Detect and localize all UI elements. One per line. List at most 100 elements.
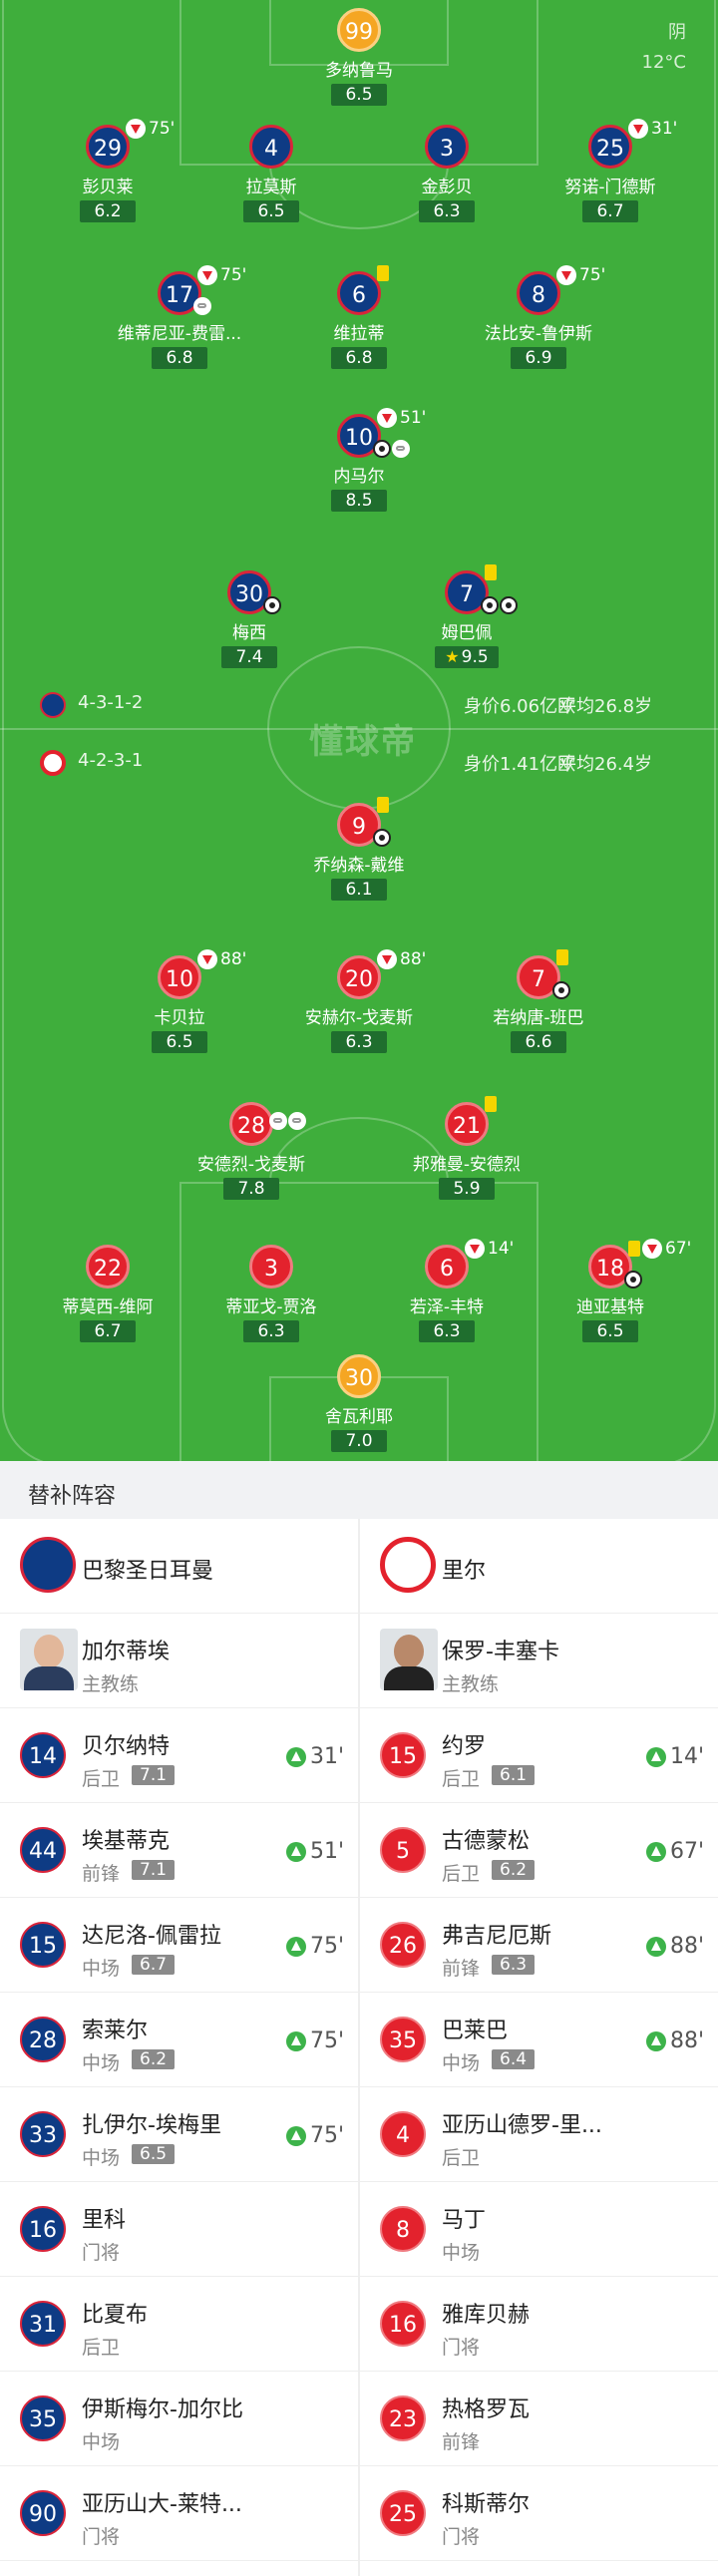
goal-icon: [552, 981, 570, 999]
player-name: 彭贝莱: [82, 178, 134, 197]
coach-role: 主教练: [442, 1673, 500, 1695]
assist-icon: [193, 297, 211, 315]
player-number: 23: [380, 2395, 426, 2441]
player-psg-def-2[interactable]: 4 拉莫斯 6.5: [196, 125, 346, 222]
player-lille-gk[interactable]: 30 舍瓦利耶 7.0: [284, 1354, 434, 1452]
player-position: 中场: [82, 1958, 121, 1980]
player-name: 梅西: [232, 623, 266, 643]
player-position: 前锋: [82, 1863, 121, 1885]
player-name: 科斯蒂尔: [442, 2492, 531, 2517]
sub-in-time: 75': [285, 1934, 344, 1959]
player-psg-def-3[interactable]: 3 金彭贝 6.3: [372, 125, 522, 222]
player-lille-def-2[interactable]: 3 蒂亚戈-贾洛 6.3: [196, 1245, 346, 1342]
team-name: 里尔: [442, 1559, 487, 1584]
player-name: 扎伊尔-埃梅里: [82, 2113, 221, 2138]
sub-out-icon: [197, 949, 217, 969]
player-psg-def-1[interactable]: 29 75' 彭贝莱 6.2: [33, 119, 182, 222]
sub-in-time: 31': [285, 1744, 344, 1769]
team-name: 巴黎圣日耳曼: [82, 1559, 214, 1584]
player-psg-def-4[interactable]: 25 31' 努诺-门德斯 6.7: [536, 119, 685, 222]
player-name: 古德蒙松: [442, 1829, 531, 1854]
player-psg-gk[interactable]: 99 多纳鲁马 6.5: [284, 8, 434, 106]
coach-row[interactable]: 加尔蒂埃 主教练: [0, 1614, 358, 1708]
sub-minute: 88': [220, 949, 247, 969]
player-lille-am-2[interactable]: 20 88' 安赫尔-戈麦斯 6.3: [284, 949, 434, 1053]
player-psg-fw-1[interactable]: 30 梅西 7.4: [175, 570, 324, 668]
goal-icon: [373, 440, 391, 458]
sub-minute: 75': [579, 265, 606, 285]
player-psg-mid-3[interactable]: 8 75' 法比安-鲁伊斯 6.9: [464, 265, 613, 369]
coach-row[interactable]: 保罗-丰塞卡 主教练: [360, 1614, 718, 1708]
player-psg-fw-2[interactable]: 7 姆巴佩 ★9.5: [392, 564, 541, 668]
sub-out-icon: [377, 949, 397, 969]
player-name: 亚历山德罗-里...: [442, 2113, 602, 2138]
psg-team-row[interactable]: 巴黎圣日耳曼: [0, 1519, 358, 1614]
player-name: 拉莫斯: [245, 178, 297, 197]
sub-in-time: 75': [285, 2123, 344, 2148]
sub-minute: 67': [665, 1239, 692, 1259]
player-rating: 6.3: [419, 1320, 475, 1342]
player-rating: 6.7: [80, 1320, 136, 1342]
sub-in-icon: [285, 2125, 306, 2146]
lille-logo-icon: [380, 1537, 436, 1593]
player-name: 雅库贝赫: [442, 2303, 531, 2328]
player-position: 门将: [82, 2242, 121, 2264]
sub-out-icon: [126, 119, 146, 139]
player-rating: 6.5: [152, 1031, 207, 1053]
formation: 4-3-1-2: [78, 692, 144, 713]
player-lille-dm-2[interactable]: 21 邦雅曼-安德烈 5.9: [392, 1096, 541, 1200]
player-number: 25: [588, 125, 632, 169]
sub-in-icon: [285, 1746, 306, 1767]
player-number: 22: [86, 1245, 130, 1288]
player-lille-def-4[interactable]: 18 67' 迪亚基特 6.5: [536, 1239, 691, 1342]
sub-in-icon: [285, 1841, 306, 1862]
bottom-penalty-box: [180, 1182, 538, 1461]
player-lille-fw[interactable]: 9 乔纳森-戴维 6.1: [284, 797, 434, 901]
player-lille-am-3[interactable]: 7 若纳唐-班巴 6.6: [464, 949, 613, 1053]
player-number: 44: [20, 1827, 66, 1873]
psg-logo-icon: [20, 1537, 76, 1593]
player-lille-def-1[interactable]: 22 蒂莫西-维阿 6.7: [33, 1245, 182, 1342]
player-lille-am-1[interactable]: 10 88' 卡贝拉 6.5: [105, 949, 254, 1053]
sub-out-icon: [465, 1239, 485, 1259]
sub-in-time: 88': [645, 1934, 704, 1959]
player-number: 18: [588, 1245, 632, 1288]
player-psg-mid-2[interactable]: 6 维拉蒂 6.8: [284, 265, 434, 369]
player-number: 35: [380, 2017, 426, 2062]
player-number: 10: [158, 955, 201, 999]
player-name: 若纳唐-班巴: [493, 1008, 584, 1028]
player-psg-am[interactable]: 10 51' 内马尔 8.5: [284, 408, 434, 512]
player-lille-def-3[interactable]: 6 14' 若泽-丰特 6.3: [372, 1239, 522, 1342]
player-lille-dm-1[interactable]: 28 安德烈-戈麦斯 7.8: [177, 1102, 326, 1200]
player-name: 姆巴佩: [441, 623, 493, 643]
yellow-card-icon: [485, 564, 497, 580]
sub-minute: 88': [400, 949, 427, 969]
player-psg-mid-1[interactable]: 17 75' 维蒂尼亚-费雷... 6.8: [105, 265, 254, 369]
subs-title: 替补阵容: [28, 1484, 117, 1509]
squad-value: 身价1.41亿欧: [464, 754, 576, 775]
player-number: 28: [20, 2017, 66, 2062]
player-position: 中场: [442, 2242, 481, 2264]
lille-team-row[interactable]: 里尔: [360, 1519, 718, 1614]
sub-in-time: 75': [285, 2028, 344, 2053]
player-rating: 7.8: [223, 1178, 279, 1200]
sub-out-icon: [556, 265, 576, 285]
